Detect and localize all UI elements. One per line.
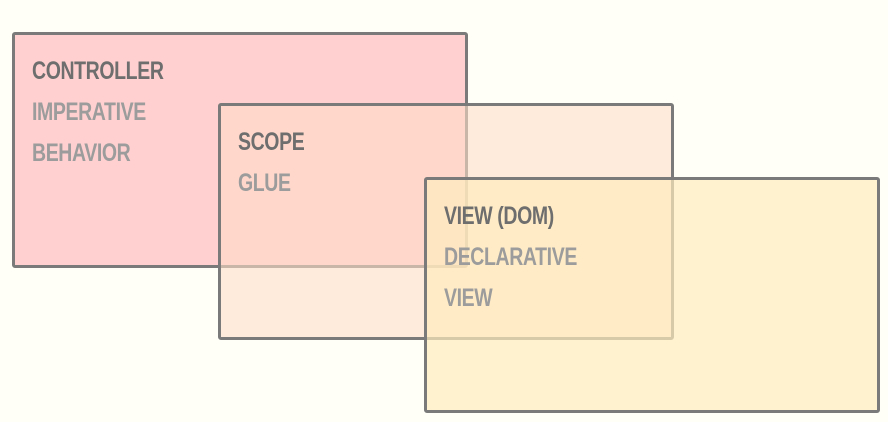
view-line-2: VIEW (444, 284, 493, 312)
scope-title: SCOPE (238, 128, 305, 156)
controller-line-2: BEHAVIOR (32, 139, 131, 167)
view-box: VIEW (DOM) DECLARATIVE VIEW (424, 177, 880, 413)
view-line-1: DECLARATIVE (444, 243, 577, 271)
controller-title: CONTROLLER (32, 57, 164, 85)
view-title: VIEW (DOM) (444, 202, 554, 230)
controller-line-1: IMPERATIVE (32, 98, 146, 126)
scope-line-1: GLUE (238, 169, 291, 197)
